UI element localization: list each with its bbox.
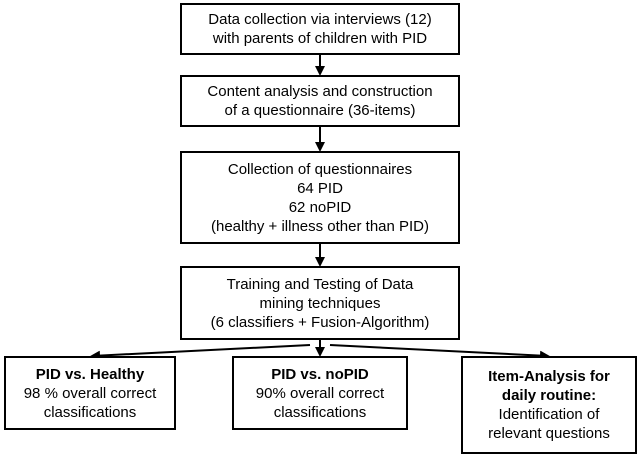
step-4-line-1: Training and Testing of Data: [226, 275, 414, 293]
step-3-line-3: 62 noPID: [288, 198, 352, 216]
result-3-title-line-2: daily routine:: [501, 387, 597, 404]
step-1-line-1: Data collection via interviews (12): [208, 11, 432, 28]
step-3-line-4: (healthy + illness other than PID): [210, 217, 430, 235]
result-1-line-1: 98 % overall correct: [23, 384, 157, 402]
result-pid-vs-healthy: PID vs. Healthy 98 % overall correct cla…: [4, 356, 176, 430]
step-3-line-1: Collection of questionnaires: [227, 160, 413, 178]
step-2-line-2: of a questionnaire (36-items): [224, 102, 416, 119]
arrow-4-to-left: [90, 344, 311, 361]
result-item-analysis: Item-Analysis for daily routine: Identif…: [461, 356, 637, 454]
step-training-testing: Training and Testing of Data mining tech…: [180, 266, 460, 340]
result-3-line-2: relevant questions: [488, 425, 610, 442]
result-2-line-2: classifications: [273, 403, 367, 421]
step-4-line-3: (6 classifiers + Fusion-Algorithm): [210, 313, 430, 331]
result-3-title-line-1: Item-Analysis for: [488, 368, 610, 385]
step-3-line-2: 64 PID: [297, 179, 343, 197]
step-4-line-2: mining techniques: [259, 294, 381, 312]
result-1-title: PID vs. Healthy: [35, 365, 145, 383]
arrow-4-to-right: [329, 344, 550, 361]
step-questionnaire-collection: Collection of questionnaires 64 PID 62 n…: [180, 151, 460, 244]
result-3-line-1: Identification of: [498, 406, 600, 423]
result-pid-vs-nopid: PID vs. noPID 90% overall correct classi…: [232, 356, 408, 430]
step-content-analysis: Content analysis and construction of a q…: [180, 75, 460, 127]
step-1-line-2: with parents of children with PID: [212, 30, 428, 47]
result-2-line-1: 90% overall correct: [255, 384, 385, 402]
step-data-collection: Data collection via interviews (12) with…: [180, 3, 460, 55]
step-2-line-1: Content analysis and construction: [207, 83, 433, 100]
result-2-title: PID vs. noPID: [271, 365, 369, 383]
result-1-line-2: classifications: [43, 403, 137, 421]
